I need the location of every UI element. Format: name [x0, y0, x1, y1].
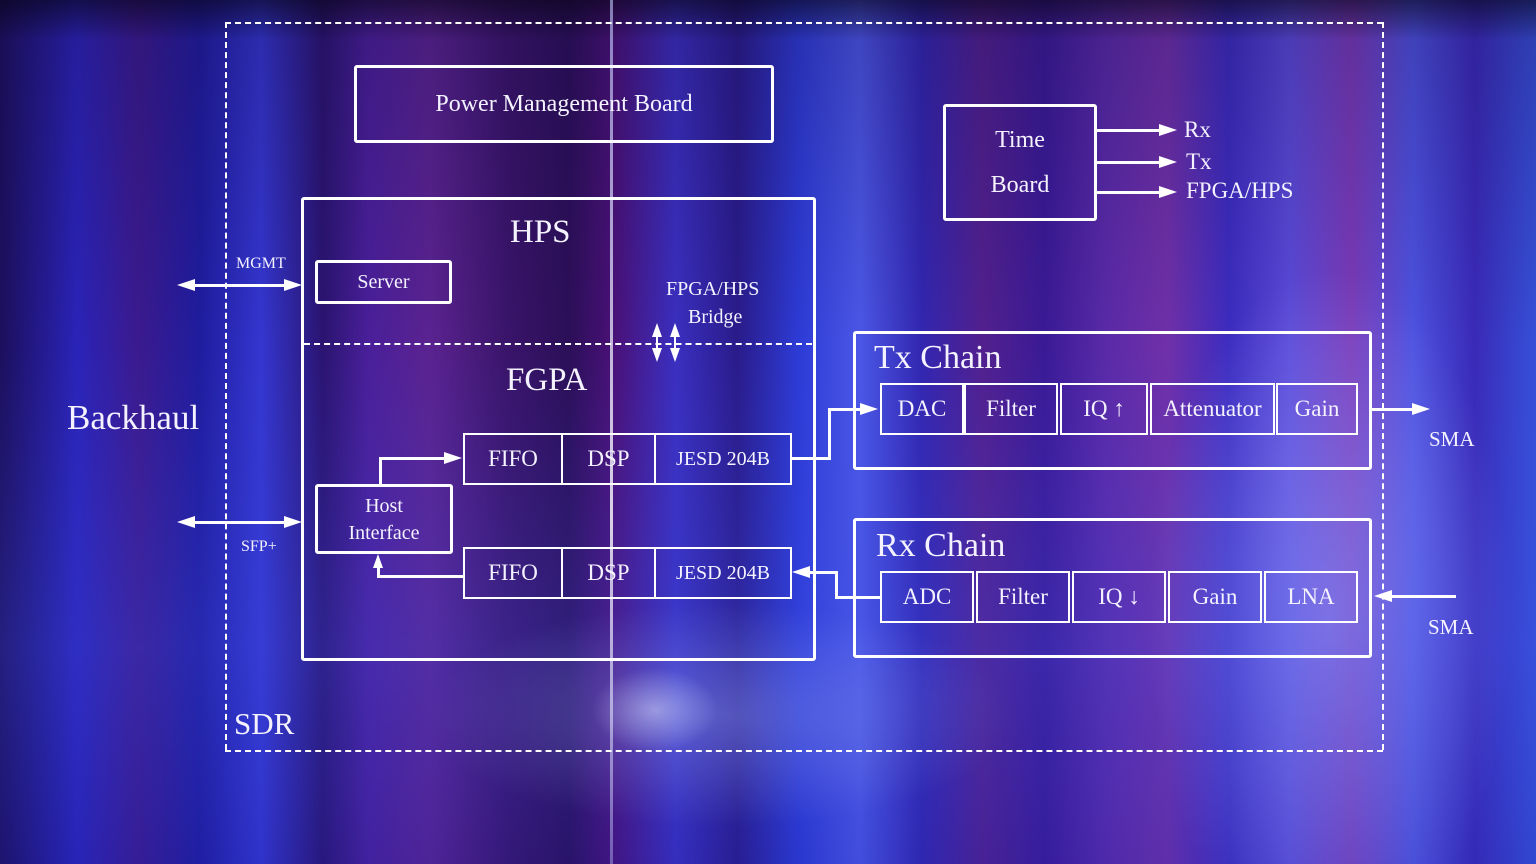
sdr-border-top: [225, 22, 1383, 24]
sdr-border-left: [225, 22, 227, 750]
tx-chain-title: Tx Chain: [874, 339, 1002, 376]
time-rx-arrow-line: [1097, 129, 1159, 132]
fpga-rx-dsp: DSP: [561, 547, 656, 599]
server-box: Server: [315, 260, 452, 304]
sdr-label: SDR: [234, 706, 295, 741]
tx-chain: Tx Chain: [853, 331, 1372, 470]
jesd-to-dac-h2: [828, 408, 862, 411]
time-rx-arrow-head-icon: [1159, 124, 1177, 136]
tx-gain-block: Gain: [1276, 383, 1358, 435]
rx-to-host-vertical: [377, 566, 380, 578]
background-light-streak: [610, 0, 613, 864]
tx-attenuator-block: Attenuator: [1150, 383, 1275, 435]
bridge-arrow-1-line: [656, 334, 658, 354]
host-interface-label-line1: Host: [365, 495, 403, 517]
mgmt-label: MGMT: [236, 255, 286, 272]
rx-to-host-arrow-head-icon: [373, 554, 383, 568]
bridge-label-line1: FPGA/HPS: [666, 278, 760, 300]
fpga-rx-jesd: JESD 204B: [654, 547, 792, 599]
tx-chain-blocks: DAC Filter IQ ↑ Attenuator Gain: [880, 383, 1358, 435]
time-board-label-line2: Board: [990, 172, 1050, 198]
time-fpga-arrow-line: [1097, 191, 1159, 194]
jesd-to-dac-v: [828, 408, 831, 460]
mgmt-arrow-right-head-icon: [284, 279, 302, 291]
sfp-arrow-left-head-icon: [177, 516, 195, 528]
host-to-tx-horizontal: [379, 457, 447, 460]
time-fpga-arrow-head-icon: [1159, 186, 1177, 198]
host-to-tx-vertical: [379, 457, 382, 485]
fpga-tx-fifo: FIFO: [463, 433, 563, 485]
fpga-title: FGPA: [506, 362, 588, 398]
tx-sma-label: SMA: [1429, 427, 1475, 451]
hps-fpga-divider: [304, 343, 812, 345]
sfp-arrow-line: [192, 521, 288, 524]
jesd-to-dac-h1: [792, 457, 830, 460]
bridge-label-line2: Bridge: [688, 306, 743, 328]
tx-filter-block: Filter: [964, 383, 1058, 435]
time-output-fpga-hps: FPGA/HPS: [1186, 178, 1294, 203]
tx-dac-block: DAC: [880, 383, 964, 435]
sfp-arrow-right-head-icon: [284, 516, 302, 528]
fpga-rx-fifo: FIFO: [463, 547, 563, 599]
hps-title: HPS: [510, 214, 571, 250]
bridge-arrow-1-up-icon: [652, 323, 662, 337]
hps-fpga-board: [301, 197, 816, 661]
power-management-board: Power Management Board: [354, 65, 774, 143]
time-board: Time Board: [943, 104, 1097, 221]
mgmt-arrow-line: [192, 284, 288, 287]
adc-to-jesd-arrow-head-icon: [792, 566, 810, 578]
jesd-to-dac-arrow-head-icon: [860, 403, 878, 415]
rx-adc-block: ADC: [880, 571, 974, 623]
rx-filter-block: Filter: [976, 571, 1070, 623]
power-management-board-label: Power Management Board: [435, 90, 693, 117]
bridge-arrow-2-up-icon: [670, 323, 680, 337]
fpga-tx-dsp: DSP: [561, 433, 656, 485]
time-board-label-line1: Time: [995, 127, 1045, 153]
bridge-arrow-2-down-icon: [670, 348, 680, 362]
adc-to-jesd-h2: [835, 596, 882, 599]
backhaul-label: Backhaul: [67, 398, 200, 437]
rx-gain-block: Gain: [1168, 571, 1262, 623]
time-tx-arrow-head-icon: [1159, 156, 1177, 168]
adc-to-jesd-h1: [808, 571, 838, 574]
rx-sma-arrow-line: [1390, 595, 1456, 598]
fpga-rx-path: FIFO DSP JESD 204B: [463, 547, 792, 599]
bridge-arrow-1-down-icon: [652, 348, 662, 362]
sfp-label: SFP+: [241, 538, 277, 555]
fpga-tx-path: FIFO DSP JESD 204B: [463, 433, 792, 485]
host-to-tx-arrow-head-icon: [444, 452, 462, 464]
rx-lna-block: LNA: [1264, 571, 1358, 623]
mgmt-arrow-left-head-icon: [177, 279, 195, 291]
rx-chain-blocks: ADC Filter IQ ↓ Gain LNA: [880, 571, 1358, 623]
bridge-arrow-2-line: [674, 334, 676, 354]
fpga-tx-jesd: JESD 204B: [654, 433, 792, 485]
rx-sma-label: SMA: [1428, 615, 1474, 639]
rx-iq-downconvert-block: IQ ↓: [1072, 571, 1166, 623]
rx-sma-arrow-head-icon: [1374, 590, 1392, 602]
tx-sma-arrow-line: [1372, 408, 1414, 411]
rx-to-host-horizontal: [377, 575, 464, 578]
host-interface-label-line2: Interface: [348, 522, 420, 544]
rx-chain: Rx Chain: [853, 518, 1372, 658]
tx-sma-arrow-head-icon: [1412, 403, 1430, 415]
tx-iq-upconvert-block: IQ ↑: [1060, 383, 1148, 435]
sdr-border-bottom: [225, 750, 1383, 752]
adc-to-jesd-v: [835, 571, 838, 599]
rx-chain-title: Rx Chain: [876, 527, 1006, 564]
time-output-tx: Tx: [1186, 149, 1212, 174]
time-tx-arrow-line: [1097, 161, 1159, 164]
time-output-rx: Rx: [1184, 117, 1211, 142]
host-interface-box: Host Interface: [315, 484, 453, 554]
sdr-border-right: [1382, 22, 1384, 750]
server-label: Server: [357, 270, 410, 293]
